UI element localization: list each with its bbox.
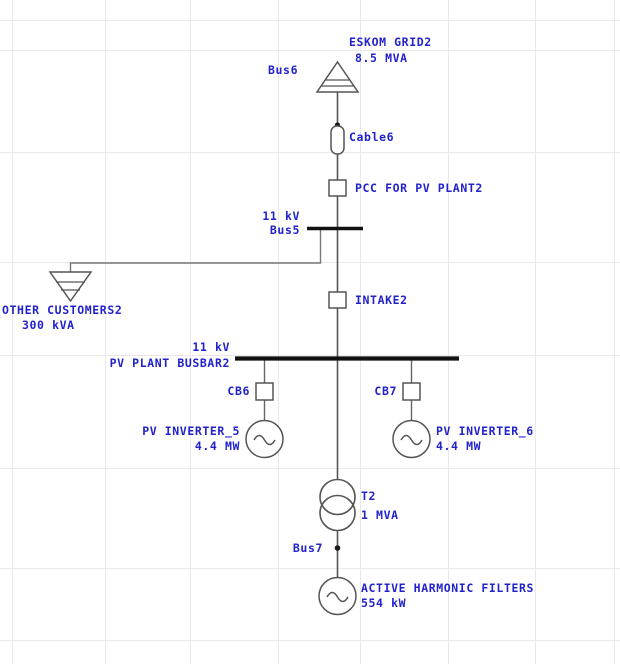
cb6-breaker-symbol[interactable]: [255, 382, 274, 401]
eskom-grid2-rating-label: 8.5 MVA: [355, 51, 408, 65]
bus7-node-symbol[interactable]: [334, 545, 341, 551]
bus7-label: Bus7: [292, 541, 323, 555]
intake2-label: INTAKE2: [355, 293, 408, 307]
intake2-breaker-symbol[interactable]: [328, 291, 347, 309]
pcc-breaker-symbol[interactable]: [328, 179, 347, 197]
inverter-branch-lines: [263, 358, 413, 421]
other-customers2-rating-label: 300 kVA: [22, 318, 75, 332]
cb6-label: CB6: [227, 384, 250, 398]
active-harmonic-filters-symbol[interactable]: [318, 576, 357, 616]
t2-name-label: T2: [361, 489, 377, 503]
t2-rating-label: 1 MVA: [361, 508, 399, 522]
pv-inverter-6-name-label: PV INVERTER_6: [436, 424, 534, 438]
bus5-voltage-label: 11 kV: [262, 209, 300, 223]
other-customers2-name-label: OTHER CUSTOMERS2: [2, 303, 123, 317]
pv-inverter-6-rating-label: 4.4 MW: [436, 439, 482, 453]
other-customers-branch-line: [69, 228, 322, 272]
pv-busbar-voltage-label: 11 kV: [192, 340, 230, 354]
other-customers2-symbol[interactable]: [48, 271, 93, 303]
active-harmonic-filters-name-label: ACTIVE HARMONIC FILTERS: [361, 581, 535, 595]
pv-inverter-6-symbol[interactable]: [392, 419, 431, 459]
pv-inverter-5-symbol[interactable]: [245, 419, 284, 459]
pv-busbar-name-label: PV PLANT BUSBAR2: [109, 356, 230, 370]
cable6-symbol[interactable]: [330, 125, 345, 155]
cb7-label: CB7: [374, 384, 397, 398]
cable6-label: Cable6: [349, 130, 395, 144]
eskom-grid2-symbol[interactable]: [315, 60, 360, 128]
cb7-breaker-symbol[interactable]: [402, 382, 421, 401]
active-harmonic-filters-rating-label: 554 kW: [361, 596, 407, 610]
bus5-name-label: Bus5: [269, 223, 300, 237]
eskom-grid2-name-label: ESKOM GRID2: [349, 35, 432, 49]
pcc-label: PCC FOR PV PLANT2: [355, 181, 483, 195]
pv-inverter-5-rating-label: 4.4 MW: [194, 439, 240, 453]
pv-inverter-5-name-label: PV INVERTER_5: [142, 424, 240, 438]
t2-transformer-symbol[interactable]: [319, 478, 356, 532]
bus6-label: Bus6: [268, 63, 299, 77]
